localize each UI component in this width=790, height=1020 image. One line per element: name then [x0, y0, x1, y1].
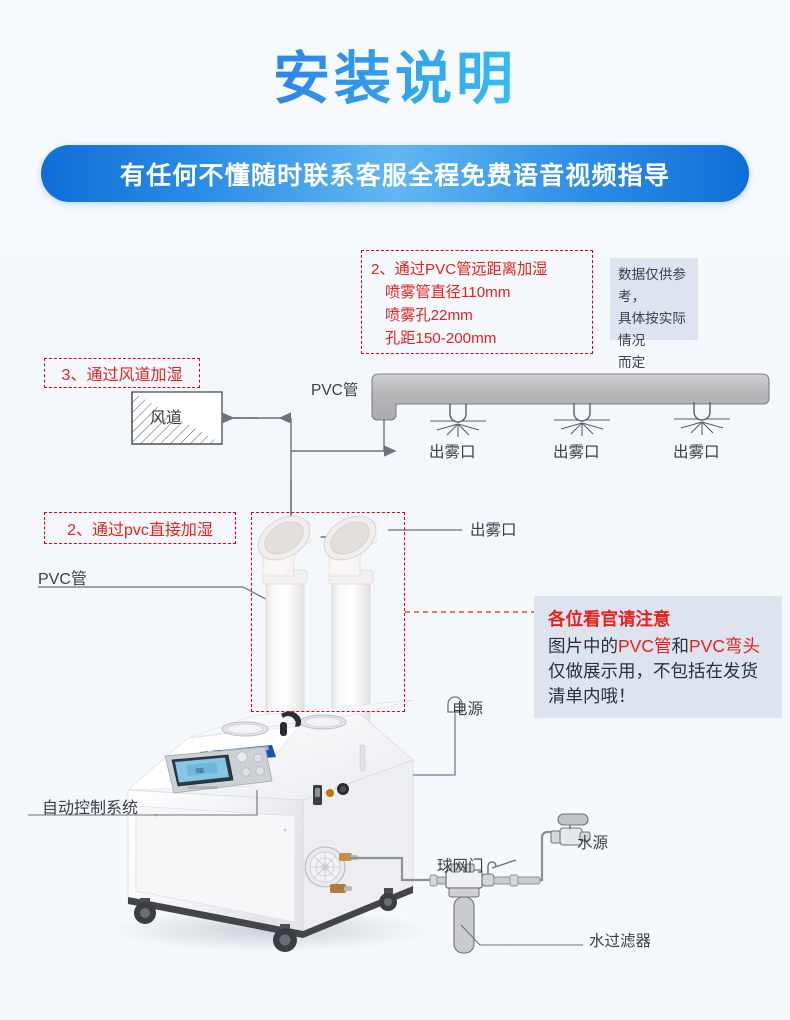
annotation-pvc-remote-line2: 喷雾管直径110mm: [385, 284, 511, 302]
label-pvc-pipe-top: PVC管: [311, 382, 359, 399]
annotation-pvc-remote: 2、通过PVC管远距离加湿 喷雾管直径110mm 喷雾孔22mm 孔距150-2…: [361, 250, 593, 354]
disclaimer-text-1: 图片中的: [548, 635, 618, 656]
svg-text:88: 88: [196, 768, 204, 775]
disclaimer-highlight-3: 弯头: [724, 635, 760, 656]
label-mist-outlet-2: 出雾口: [553, 444, 600, 461]
label-mist-outlet-1: 出雾口: [429, 444, 476, 461]
annotation-duct-method: 3、通过风道加湿: [44, 358, 200, 388]
mist-nozzle-group-1: [430, 404, 486, 437]
annotation-pvc-remote-line3: 喷雾孔22mm: [385, 307, 473, 325]
disclaimer-highlight-2: PVC: [688, 635, 725, 656]
label-mist-outlet-3: 出雾口: [673, 444, 720, 461]
disclaimer-text-2: 和: [671, 635, 689, 656]
disclaimer-text-3: 仅做展示用，不包: [548, 660, 688, 681]
pvc-elbow-left: [257, 515, 323, 726]
power-cord: [413, 696, 463, 776]
data-reference-note-line1: 数据仅供参考，: [618, 267, 686, 305]
pvc-header-pipe: [371, 373, 770, 421]
control-panel[interactable]: 88: [164, 746, 273, 794]
mist-nozzle-group-2: [554, 403, 610, 436]
label-duct: 风道: [150, 410, 183, 427]
label-water-source: 水源: [577, 835, 609, 852]
disclaimer-text-4: 括在发货清单内哦！: [548, 660, 758, 706]
caster-wheel-rear-right: [379, 888, 397, 911]
support-banner: 有任何不懂随时联系客服全程免费语音视频指导: [41, 145, 749, 202]
caster-wheel-front-right: [273, 924, 297, 952]
data-reference-note: 数据仅供参考， 具体按实际情况 而定: [610, 258, 698, 370]
leader-auto-control: [28, 790, 258, 816]
label-power: 电源: [452, 701, 484, 718]
disclaimer-heading: 各位看官请注意: [548, 609, 671, 629]
disclaimer-highlight-1: PVC管: [618, 635, 672, 656]
label-ball-valve: 球网门: [437, 858, 484, 875]
annotation-pvc-remote-line4: 孔距150-200mm: [385, 330, 497, 348]
label-mist-outlet-machine: 出雾口: [470, 522, 517, 539]
annotation-pvc-remote-line1: 2、通过PVC管远距离加湿: [371, 261, 548, 278]
air-duct-box: [131, 391, 223, 445]
label-pvc-pipe-left: PVC管: [38, 571, 87, 588]
humidifier-machine: 88: [110, 699, 430, 952]
disclaimer-body: 图片中的PVC管和PVC弯头仅做展示用，不包括在发货清单内哦！: [548, 634, 770, 709]
highlight-frame-pvc-elbows: [251, 512, 405, 712]
mist-nozzle-group-3: [674, 402, 730, 435]
pvc-elbow-right: [323, 515, 389, 729]
annotation-pvc-direct-method: 2、通过pvc直接加湿: [44, 512, 236, 544]
machine-fan: [304, 846, 346, 888]
label-water-filter: 水过滤器: [589, 933, 652, 950]
page-title: 安装说明: [0, 47, 790, 112]
disclaimer-notice: 各位看官请注意 图片中的PVC管和PVC弯头仅做展示用，不包括在发货清单内哦！: [534, 596, 782, 718]
water-supply-piping: [350, 813, 591, 954]
data-reference-note-line2: 具体按实际情况: [618, 311, 686, 349]
label-auto-control-system: 自动控制系统: [42, 800, 139, 817]
data-reference-note-line3: 而定: [618, 355, 646, 371]
caster-wheel-front-left: [134, 898, 156, 924]
